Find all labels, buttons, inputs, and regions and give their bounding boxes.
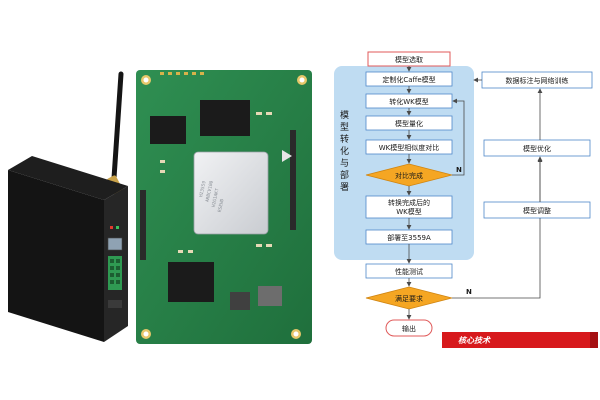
connector-strip [140,190,146,260]
decision-label: 对比完成 [395,171,423,180]
device-enclosure [8,71,128,342]
svg-text:署: 署 [340,182,349,193]
connector-strip [290,130,296,230]
ethernet-port [107,237,123,251]
memory-chip [150,116,186,144]
right-label: 模型调整 [523,206,551,215]
step-label: WK模型 [396,207,422,216]
chip-text: H2G1AKT [211,188,221,208]
start-label: 模型选取 [395,55,423,64]
step-label: 部署至3559A [387,233,431,242]
chip-text: HI3559 [198,180,207,197]
svg-text:型: 型 [340,122,349,133]
svg-text:模: 模 [340,110,349,121]
banner-label: 核心技术 [458,336,491,345]
led-red [110,226,113,229]
right-label: 模型优化 [523,144,551,153]
sma-connector [108,300,122,308]
soc-chip [193,151,269,235]
chip-text: RSEHD [217,198,226,213]
enclosure-top [8,156,128,200]
inductor [258,286,282,306]
right-label: 数据标注与网络训练 [506,76,569,85]
pcb-board: HI3559 ARBCV100 H2G1AKT RSEHD [136,70,312,344]
no-label: N [466,288,472,296]
svg-text:转: 转 [340,133,349,145]
memory-chip [200,100,250,136]
memory-chip [168,262,214,302]
inductor [230,292,250,310]
output-box [385,319,433,337]
step-label: 转换完成后的 [388,198,430,207]
decision-label: 满足要求 [395,294,423,303]
terminal-screws [110,259,120,284]
pin1-marker-icon [282,150,292,162]
svg-text:部: 部 [340,169,349,181]
no-label: N [456,166,462,174]
led-green [116,226,119,229]
right-box-adjust [483,201,591,219]
right-chain-arrows [473,77,543,202]
antenna-icon [111,71,124,181]
svg-text:与: 与 [340,158,349,169]
chip-text: ARBCV100 [204,180,214,203]
enclosure-front [8,170,104,342]
group-label: 模 型 转 化 与 部 署 [340,110,349,193]
core-tech-banner: 核心技术 [442,332,598,348]
step-label: 性能测试 [395,267,423,276]
step-label: 转化WK模型 [389,97,429,106]
output-label: 输出 [402,324,416,333]
svg-text:化: 化 [340,145,349,157]
step-label: WK模型相似度对比 [379,143,440,152]
step-label: 定制化Caffe模型 [382,75,435,84]
right-box-optimize [483,139,591,157]
step-label: 模型量化 [395,119,423,128]
